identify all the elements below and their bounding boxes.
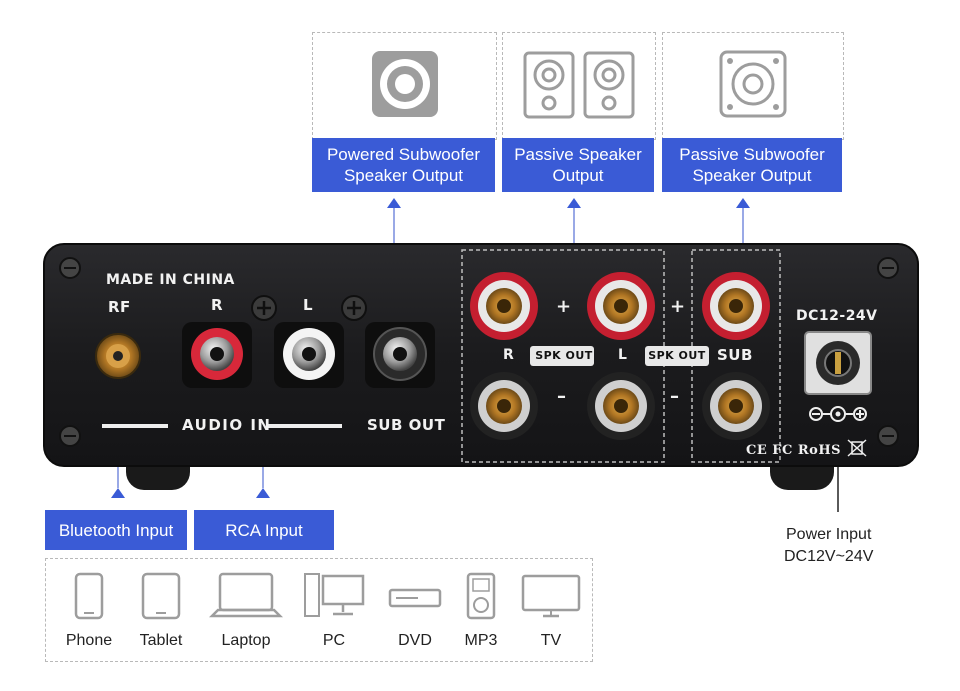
bluetooth-input-label: Bluetooth Input — [45, 510, 187, 550]
spk-l-label: L — [618, 347, 628, 363]
minus-sign-1: – — [557, 386, 567, 407]
device-label-phone: Phone — [65, 632, 113, 649]
phone-icon — [74, 572, 104, 620]
plus-sign-1: + — [556, 296, 572, 317]
minus-sign-2: – — [670, 386, 680, 407]
device-label-laptop: Laptop — [221, 632, 271, 649]
spk-out-label-2: SPK OUT — [648, 349, 706, 362]
passive-subwoofer-callout — [662, 32, 844, 140]
plus-sign-2: + — [670, 296, 686, 317]
pc-icon — [304, 573, 365, 617]
device-label-mp3: MP3 — [464, 632, 498, 649]
amplifier-panel — [43, 243, 919, 490]
powered-subwoofer-callout — [312, 32, 497, 140]
passive-speaker-label: Passive Speaker Output — [502, 138, 654, 192]
sub-label: SUB — [717, 346, 753, 364]
rca-input-label: RCA Input — [194, 510, 334, 550]
mp3-icon — [466, 572, 496, 620]
subwoofer-icon — [372, 51, 438, 117]
passive-subwoofer-icon — [719, 50, 787, 118]
spk-out-label-1: SPK OUT — [535, 349, 593, 362]
laptop-icon — [208, 572, 284, 618]
rf-label: RF — [108, 298, 131, 316]
device-label-tablet: Tablet — [139, 632, 183, 649]
device-label-dvd: DVD — [398, 632, 432, 649]
rca-l-label: L — [303, 296, 314, 314]
power-input-caption: Power Input DC12V~24V — [784, 526, 874, 565]
passive-speaker-callout — [502, 32, 656, 140]
sub-out-label: SUB OUT — [367, 416, 446, 434]
powered-subwoofer-label: Powered Subwoofer Speaker Output — [312, 138, 495, 192]
made-in-china-text: MADE IN CHINA — [106, 272, 235, 288]
spk-r-label: R — [503, 347, 515, 363]
dc-rating-label: DC12-24V — [796, 308, 878, 324]
tablet-icon — [141, 572, 181, 620]
dvd-icon — [388, 588, 442, 608]
rca-r-label: R — [211, 296, 224, 314]
audio-in-label: AUDIO IN — [182, 416, 272, 434]
device-label-tv: TV — [540, 632, 562, 649]
speaker-pair-icon — [523, 51, 635, 119]
device-label-pc: PC — [322, 632, 346, 649]
certification-marks: CE FC RoHS — [746, 443, 842, 458]
tv-icon — [521, 574, 581, 618]
passive-subwoofer-label: Passive Subwoofer Speaker Output — [662, 138, 842, 192]
